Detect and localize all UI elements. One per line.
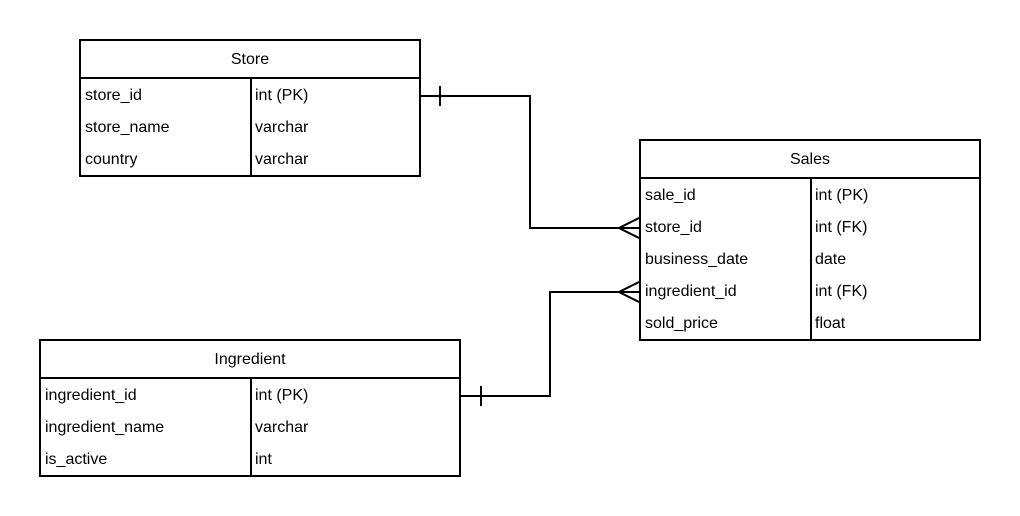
ingredient-table[interactable]: Ingredient ingredient_id int (PK) ingred… — [39, 339, 461, 477]
column-type: varchar — [255, 151, 309, 168]
store-row-store-name[interactable]: store_name varchar — [81, 112, 419, 144]
sales-store-many-marker — [616, 217, 640, 239]
column-name: store_id — [645, 219, 702, 236]
sales-row-store-id[interactable]: store_id int (FK) — [641, 212, 979, 244]
column-type: int (PK) — [815, 187, 869, 204]
column-name: business_date — [645, 251, 749, 268]
store-row-store-id[interactable]: store_id int (PK) — [81, 80, 419, 112]
sales-table[interactable]: Sales sale_id int (PK) store_id int (FK)… — [639, 139, 981, 341]
sales-table-body: sale_id int (PK) store_id int (FK) busin… — [641, 179, 979, 340]
sales-row-business-date[interactable]: business_date date — [641, 244, 979, 276]
column-name: sold_price — [645, 315, 718, 332]
store-sales-connector-line — [421, 95, 639, 229]
sales-ingredient-many-marker — [616, 281, 640, 303]
ingredient-table-title: Ingredient — [41, 341, 459, 379]
store-row-country[interactable]: country varchar — [81, 144, 419, 176]
sales-table-title: Sales — [641, 141, 979, 179]
column-name: ingredient_id — [645, 283, 737, 300]
ingredient-sales-connector-line — [461, 291, 639, 397]
store-table[interactable]: Store store_id int (PK) store_name varch… — [79, 39, 421, 177]
column-type: varchar — [255, 119, 309, 136]
sales-row-sale-id[interactable]: sale_id int (PK) — [641, 180, 979, 212]
column-type: int — [255, 451, 272, 468]
column-name: store_id — [85, 87, 142, 104]
column-name: country — [85, 151, 138, 168]
column-type: varchar — [255, 419, 309, 436]
sales-row-ingredient-id[interactable]: ingredient_id int (FK) — [641, 276, 979, 308]
ingredient-row-ingredient-name[interactable]: ingredient_name varchar — [41, 412, 459, 444]
column-name: ingredient_id — [45, 387, 137, 404]
column-type: float — [815, 315, 846, 332]
column-type: date — [815, 251, 847, 268]
column-type: int (PK) — [255, 87, 309, 104]
column-name: ingredient_name — [45, 419, 165, 436]
ingredient-table-body: ingredient_id int (PK) ingredient_name v… — [41, 379, 459, 476]
ingredient-row-ingredient-id[interactable]: ingredient_id int (PK) — [41, 380, 459, 412]
store-table-title: Store — [81, 41, 419, 79]
ingredient-row-is-active[interactable]: is_active int — [41, 444, 459, 476]
column-type: int (FK) — [815, 219, 868, 236]
column-type: int (FK) — [815, 283, 868, 300]
column-name: sale_id — [645, 187, 696, 204]
column-name: store_name — [85, 119, 170, 136]
column-type: int (PK) — [255, 387, 309, 404]
ingredient-sales-relationship — [461, 281, 640, 406]
sales-row-sold-price[interactable]: sold_price float — [641, 308, 979, 340]
store-sales-relationship — [421, 86, 640, 239]
column-name: is_active — [45, 451, 108, 468]
store-table-body: store_id int (PK) store_name varchar cou… — [81, 79, 419, 176]
